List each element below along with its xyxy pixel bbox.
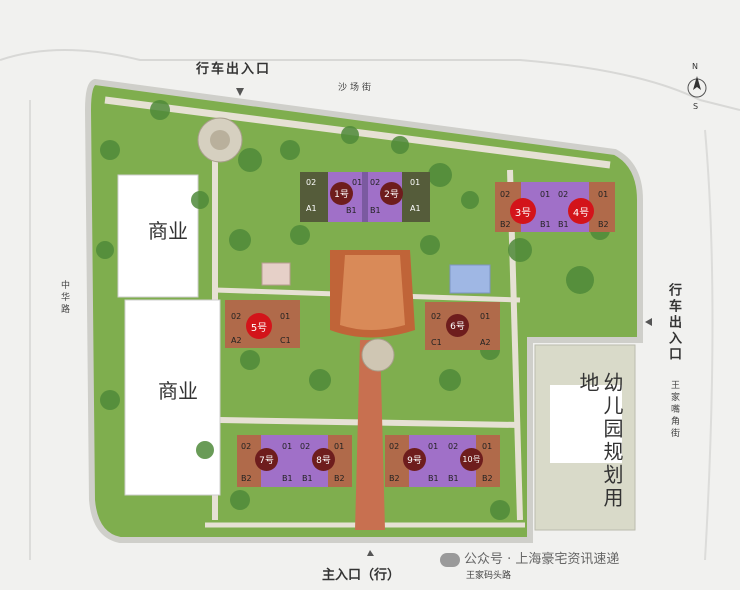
b5-unit-c1: C1 (280, 336, 291, 345)
building-1-badge: 1号 (330, 182, 353, 205)
pool (449, 264, 491, 294)
b1-unit-02: 02 (306, 178, 317, 187)
b7-unit-02: 02 (241, 442, 252, 451)
b10-unit-02: 02 (448, 442, 459, 451)
building-10-badge: 10号 (460, 448, 483, 471)
bottom-gate-arrow (367, 550, 374, 556)
b3-unit-b2: B2 (500, 220, 511, 229)
b6-unit-01: 01 (480, 312, 491, 321)
top-gate-label: 行车出入口 (196, 62, 272, 77)
b4-unit-01: 01 (598, 190, 609, 199)
wechat-icon (440, 552, 460, 567)
west-street-label: 中华路 (59, 280, 69, 316)
b7-unit-b2: B2 (241, 474, 252, 483)
building-8-badge: 8号 (312, 448, 335, 471)
commercial-block-1 (117, 174, 199, 298)
b8-unit-b2: B2 (334, 474, 345, 483)
building-6-badge: 6号 (446, 314, 469, 337)
b6-unit-02: 02 (431, 312, 442, 321)
b1-unit-b1: B1 (346, 206, 357, 215)
building-5-badge: 5号 (246, 313, 272, 339)
b4-unit-b1: B1 (558, 220, 569, 229)
b5-unit-01: 01 (280, 312, 291, 321)
right-gate-arrow (645, 318, 652, 326)
b3-unit-b1: B1 (540, 220, 551, 229)
commercial-label-1: 商业 (148, 219, 188, 243)
compass-north: N (692, 62, 698, 71)
b6-unit-c1: C1 (431, 338, 442, 347)
b9-unit-02: 02 (389, 442, 400, 451)
b2-unit-01: 01 (410, 178, 421, 187)
b10-unit-01: 01 (482, 442, 493, 451)
b9-unit-b1: B1 (428, 474, 439, 483)
b3-unit-02: 02 (500, 190, 511, 199)
commercial-label-2: 商业 (158, 379, 198, 403)
building-9-badge: 9号 (403, 448, 426, 471)
b10-unit-b1: B1 (448, 474, 459, 483)
compass-south: S (693, 102, 699, 111)
b2-unit-b1: B1 (370, 206, 381, 215)
b10-unit-b2: B2 (482, 474, 493, 483)
b4-unit-b2: B2 (598, 220, 609, 229)
commercial-block-2 (124, 299, 221, 496)
east-street-label: 王家嘴角街 (669, 380, 679, 440)
b8-unit-b1: B1 (302, 474, 313, 483)
kindergarten-label: 幼儿园规划用地 (576, 372, 624, 510)
north-street-label: 沙场街 (338, 83, 375, 93)
bottom-gate-label: 主入口（行） (322, 568, 401, 583)
central-fountain (361, 338, 395, 372)
b9-unit-b2: B2 (389, 474, 400, 483)
b2-unit-02: 02 (370, 178, 381, 187)
b3-unit-01: 01 (540, 190, 551, 199)
b9-unit-01: 01 (428, 442, 439, 451)
b8-unit-02: 02 (300, 442, 311, 451)
b7-unit-01: 01 (282, 442, 293, 451)
building-4-badge: 4号 (568, 198, 594, 224)
b4-unit-02: 02 (558, 190, 569, 199)
watermark: 公众号 · 上海豪宅资讯速递 (440, 548, 619, 567)
building-2-badge: 2号 (380, 182, 403, 205)
right-gate-label: 行车出入口 (666, 283, 681, 363)
b5-unit-02: 02 (231, 312, 242, 321)
south-street-label: 王家码头路 (466, 571, 512, 581)
b1-unit-a1: A1 (306, 204, 317, 213)
b7-unit-b1: B1 (282, 474, 293, 483)
building-3-badge: 3号 (510, 198, 536, 224)
b6-unit-a2: A2 (480, 338, 491, 347)
b2-unit-a1: A1 (410, 204, 421, 213)
top-gate-arrow (236, 88, 244, 96)
building-7-badge: 7号 (255, 448, 278, 471)
b1-unit-01: 01 (352, 178, 363, 187)
b8-unit-01: 01 (334, 442, 345, 451)
watermark-text: 公众号 · 上海豪宅资讯速递 (464, 552, 620, 567)
b5-unit-a2: A2 (231, 336, 242, 345)
